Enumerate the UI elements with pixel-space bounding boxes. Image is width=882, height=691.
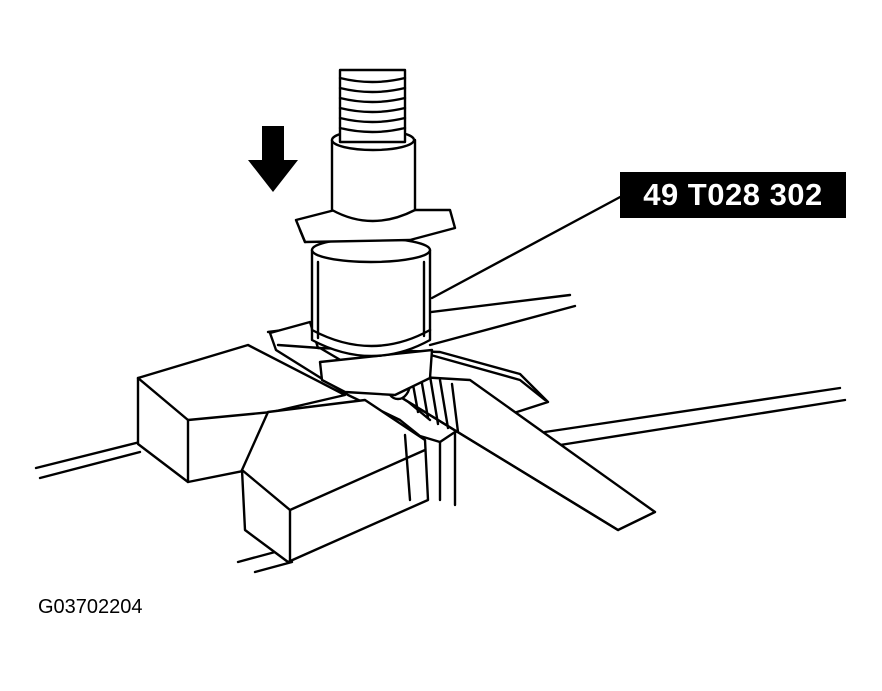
press-direction-arrow-icon — [248, 126, 298, 192]
tool-flange — [318, 348, 434, 397]
press-cylinder — [330, 128, 417, 223]
part-number-label: 49 T028 302 — [620, 172, 846, 218]
v-block-left — [136, 343, 347, 484]
tool-body — [310, 236, 432, 358]
v-block-right — [240, 398, 430, 564]
press-shaft — [338, 68, 407, 144]
figure-id: G03702204 — [38, 596, 143, 618]
callout-leader-line — [430, 194, 624, 300]
